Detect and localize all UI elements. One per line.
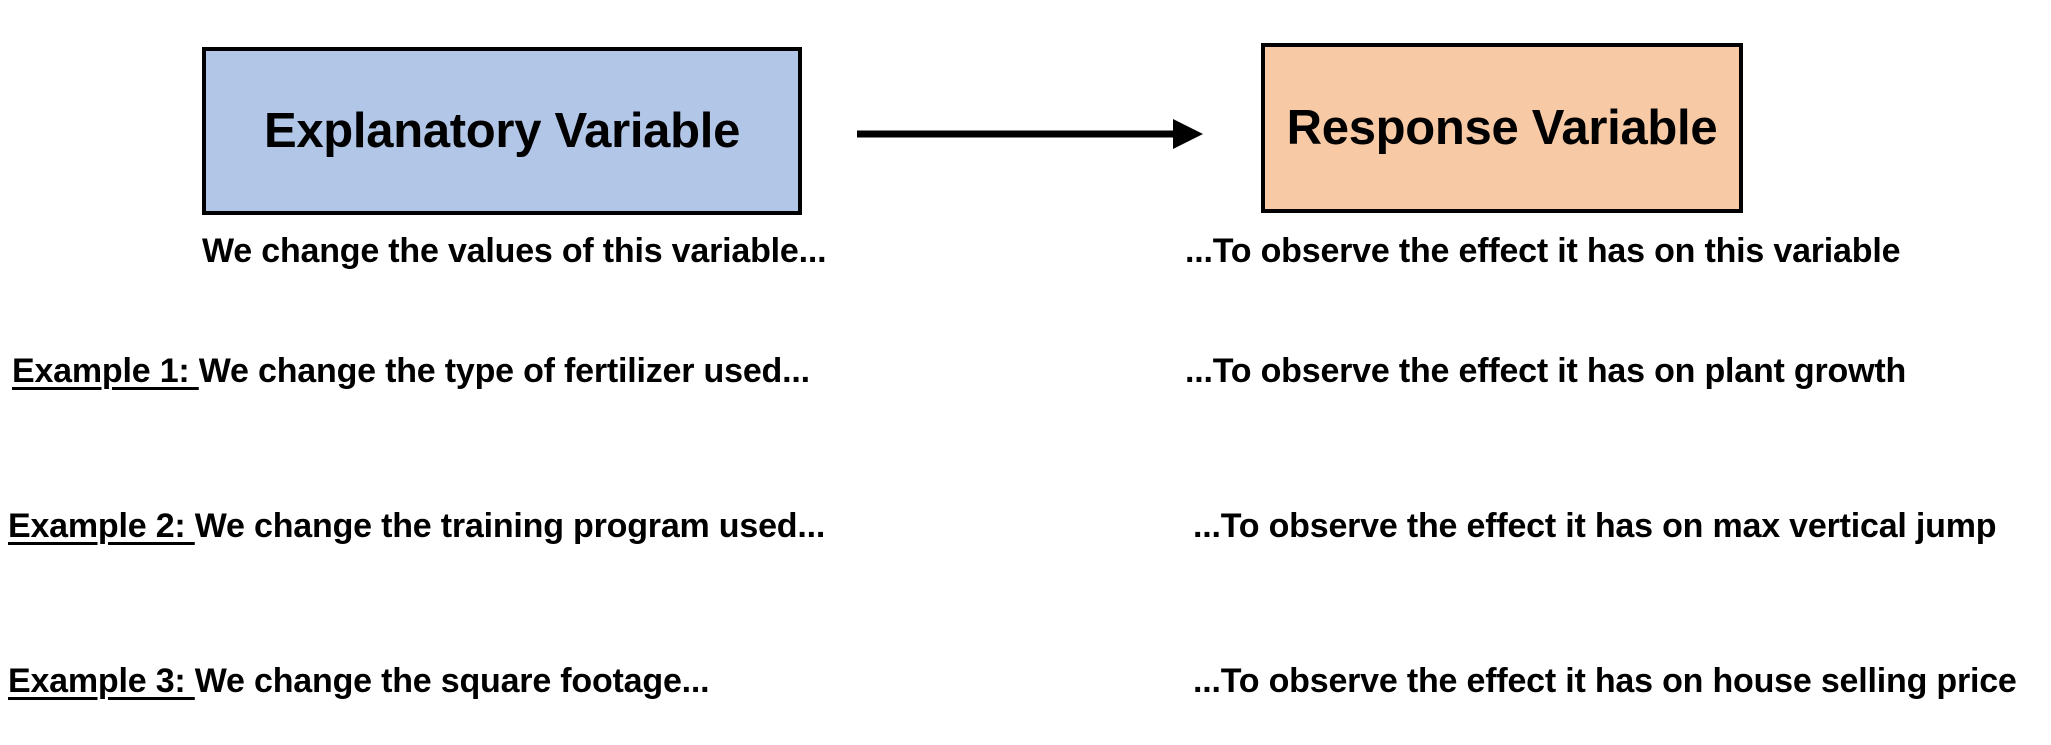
example-1-left-text: Example 1: We change the type of fertili… [12,348,810,394]
response-variable-box: Response Variable [1261,43,1743,213]
example-3-label: Example 3: [8,662,195,700]
example-3-left-text: Example 3: We change the square footage.… [8,658,710,704]
explanatory-variable-label: Explanatory Variable [263,103,741,158]
explanatory-variable-box: Explanatory Variable [202,47,802,215]
example-2-left-text: Example 2: We change the training progra… [8,503,825,549]
example-1-left-body: We change the type of fertilizer used... [198,352,810,390]
caption-row-example-3: Example 3: We change the square footage.… [0,658,2051,704]
example-2-label: Example 2: [8,507,195,545]
response-variable-label: Response Variable [1286,100,1718,155]
example-2-left-body: We change the training program used... [194,507,826,545]
intro-right-text: ...To observe the effect it has on this … [1185,232,1901,270]
intro-left-body: We change the values of this variable... [202,232,827,270]
example-3-right-text: ...To observe the effect it has on house… [1193,662,2017,700]
example-1-right-text: ...To observe the effect it has on plant… [1185,352,1907,390]
flow-arrow-icon [857,119,1203,149]
example-1-label: Example 1: [12,352,199,390]
intro-left-text: We change the values of this variable... [202,228,827,274]
caption-row-example-1: Example 1: We change the type of fertili… [0,348,2051,394]
example-3-left-body: We change the square footage... [194,662,710,700]
caption-row-intro: We change the values of this variable...… [0,228,2051,274]
example-2-right-text: ...To observe the effect it has on max v… [1193,507,1997,545]
arrow-head [1173,119,1203,149]
caption-row-example-2: Example 2: We change the training progra… [0,503,2051,549]
